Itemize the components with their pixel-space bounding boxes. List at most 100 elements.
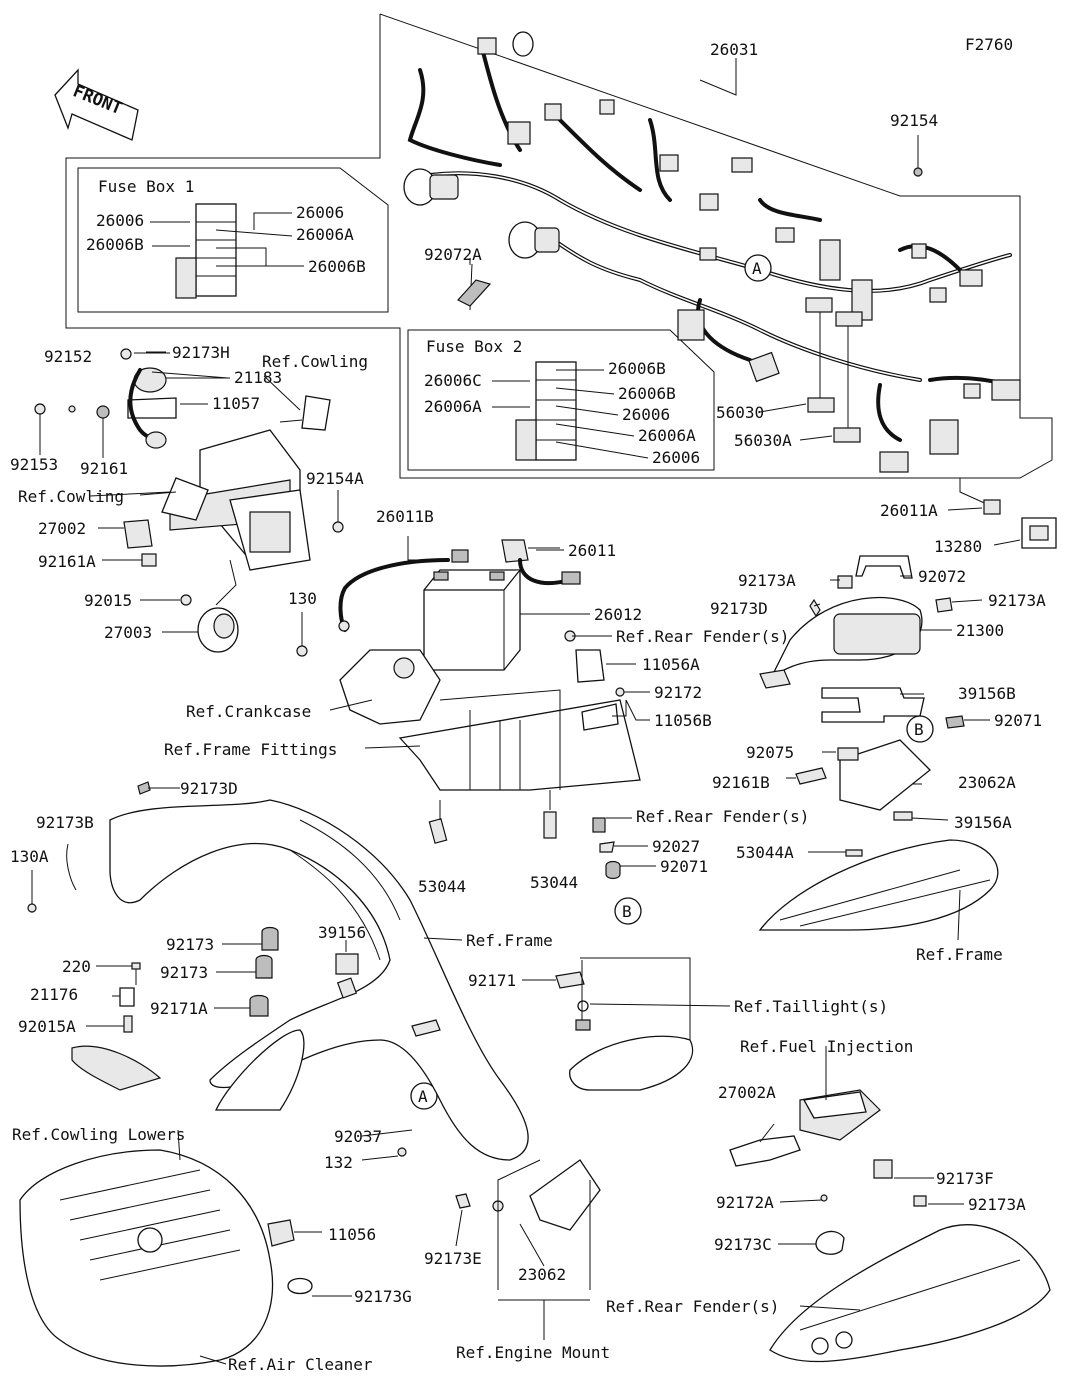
callout-ref-frame-2: Ref.Frame (916, 945, 1003, 964)
left-lower-parts (19, 962, 313, 1367)
callout-92161: 92161 (80, 459, 128, 478)
fb2-left-0: 26006C (424, 371, 482, 390)
callout-92071-1: 92071 (994, 711, 1042, 730)
callout-92173D-1: 92173D (710, 599, 768, 618)
callout-21300: 21300 (956, 621, 1004, 640)
fuse-box-1: Fuse Box 1 26006 26006B 26006 26006A 260… (77, 167, 389, 313)
callout-92173H: 92173H (172, 343, 230, 362)
fb2-right-0: 26006B (608, 359, 666, 378)
callout-26031: 26031 (710, 40, 758, 59)
callout-92173-1: 92173 (166, 935, 214, 954)
main-harness-outline (65, 13, 1053, 479)
rear-fender-group (729, 1089, 1051, 1363)
callout-26011B: 26011B (376, 507, 434, 526)
fb1-right-0: 26006 (296, 203, 344, 222)
fb2-right-1: 26006B (618, 384, 676, 403)
callout-220: 220 (62, 957, 91, 976)
callout-92173A-2: 92173A (988, 591, 1046, 610)
front-arrow-icon: FRONT (54, 68, 139, 141)
callout-ref-frame-fittings: Ref.Frame Fittings (164, 740, 337, 759)
callout-ref-air-cleaner: Ref.Air Cleaner (228, 1355, 373, 1374)
callout-92173G: 92173G (354, 1287, 412, 1306)
callout-56030: 56030 (716, 403, 764, 422)
figure-code: F2760 (965, 35, 1013, 54)
callout-92072A: 92072A (424, 245, 482, 264)
callout-ref-rear-fender-1: Ref.Rear Fender(s) (616, 627, 789, 646)
callout-92173C: 92173C (714, 1235, 772, 1254)
callout-26012: 26012 (594, 605, 642, 624)
wiring-harness (403, 31, 1021, 473)
callout-21176: 21176 (30, 985, 78, 1004)
callout-92037: 92037 (334, 1127, 382, 1146)
callout-ref-fuel-injection: Ref.Fuel Injection (740, 1037, 913, 1056)
callout-39156A: 39156A (954, 813, 1012, 832)
callout-92075: 92075 (746, 743, 794, 762)
fb1-left-1: 26006B (86, 235, 144, 254)
callout-27002: 27002 (38, 519, 86, 538)
callout-92173A-3: 92173A (968, 1195, 1026, 1214)
callout-92153: 92153 (10, 455, 58, 474)
callout-39156: 39156 (318, 923, 366, 942)
svg-text:A: A (418, 1087, 428, 1106)
callout-53044-1: 53044 (418, 877, 466, 896)
callout-92027: 92027 (652, 837, 700, 856)
callout-92173F: 92173F (936, 1169, 994, 1188)
callout-21183: 21183 (234, 368, 282, 387)
circle-marker-a-1: A (744, 254, 772, 282)
circle-marker-b-1: B (906, 715, 934, 743)
callout-92072: 92072 (918, 567, 966, 586)
callout-ref-rear-fender-3: Ref.Rear Fender(s) (606, 1297, 779, 1316)
battery-group (296, 539, 641, 880)
svg-text:B: B (914, 720, 924, 739)
fuse-box-2: Fuse Box 2 26006C 26006A 26006B 26006B 2… (407, 329, 715, 471)
circle-marker-b-2: B (614, 897, 642, 925)
callout-92172A: 92172A (716, 1193, 774, 1212)
callout-92161A: 92161A (38, 552, 96, 571)
fb2-left-1: 26006A (424, 397, 482, 416)
fuse-box-2-title: Fuse Box 2 (426, 337, 522, 356)
callout-26011: 26011 (568, 541, 616, 560)
callout-ref-cowling-lowers: Ref.Cowling Lowers (12, 1125, 185, 1144)
callout-53044A: 53044A (736, 843, 794, 862)
fb2-right-4: 26006 (652, 448, 700, 467)
callout-27002A: 27002A (718, 1083, 776, 1102)
callout-92015: 92015 (84, 591, 132, 610)
callout-92172: 92172 (654, 683, 702, 702)
bracket-horn-group (34, 348, 344, 653)
callout-92152: 92152 (44, 347, 92, 366)
callout-130: 130 (288, 589, 317, 608)
callout-92171: 92171 (468, 971, 516, 990)
fb1-right-2: 26006B (308, 257, 366, 276)
callout-ref-crankcase: Ref.Crankcase (186, 702, 311, 721)
frame-group (27, 781, 694, 1340)
callout-11057: 11057 (212, 394, 260, 413)
fb2-right-3: 26006A (638, 426, 696, 445)
callout-130A: 130A (10, 847, 49, 866)
callout-ref-engine-mount: Ref.Engine Mount (456, 1343, 610, 1362)
callout-27003: 27003 (104, 623, 152, 642)
callout-92154: 92154 (890, 111, 938, 130)
callout-92154A: 92154A (306, 469, 364, 488)
callout-92171A: 92171A (150, 999, 208, 1018)
callout-92173E: 92173E (424, 1249, 482, 1268)
fb1-left-0: 26006 (96, 211, 144, 230)
callout-26011A: 26011A (880, 501, 938, 520)
circle-marker-a-2: A (410, 1082, 438, 1110)
callout-92071-2: 92071 (660, 857, 708, 876)
callout-92015A: 92015A (18, 1017, 76, 1036)
fb2-right-2: 26006 (622, 405, 670, 424)
fuse-box-1-title: Fuse Box 1 (98, 177, 194, 196)
callout-23062A: 23062A (958, 773, 1016, 792)
callout-132: 132 (324, 1153, 353, 1172)
callout-13280: 13280 (934, 537, 982, 556)
callout-11056: 11056 (328, 1225, 376, 1244)
callout-ref-taillight: Ref.Taillight(s) (734, 997, 888, 1016)
callout-ref-frame-1: Ref.Frame (466, 931, 553, 950)
callout-ref-cowling-2: Ref.Cowling (18, 487, 124, 506)
callout-92173D-2: 92173D (180, 779, 238, 798)
callout-11056A: 11056A (642, 655, 700, 674)
callout-56030A: 56030A (734, 431, 792, 450)
callout-92173-2: 92173 (160, 963, 208, 982)
